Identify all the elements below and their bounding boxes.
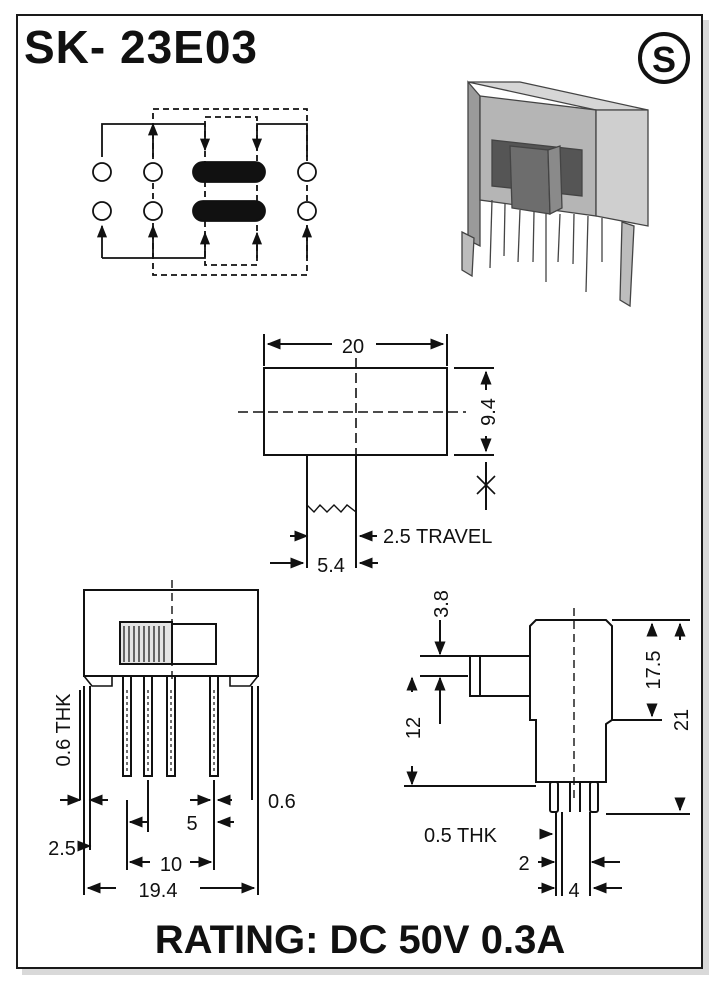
rating-text: RATING: DC 50V 0.3A [154,918,566,962]
pitch-label: 5 [186,813,197,835]
total-width-label: 19.4 [139,880,178,902]
circuit-schematic [92,108,317,276]
front-view-drawing [60,580,259,895]
width-dim-label: 20 [342,336,364,358]
body-height-label: 17.5 [643,651,665,690]
product-photo [461,80,649,308]
height-dim-label: 9.4 [478,398,500,426]
top-view-drawing [238,334,496,569]
svg-text:S: S [652,39,676,80]
span10-label: 10 [160,854,182,876]
side-thk-label: 0.5 THK [424,825,498,847]
logo-icon: S [638,32,690,84]
travel-dim-label: 2.5 TRAVEL [383,526,492,548]
top-height-label: 3.8 [431,590,453,618]
side-view-drawing [404,608,690,896]
total-height-label: 21 [671,709,693,731]
slot-dim-label: 5.4 [317,555,345,577]
pin-width-label: 0.6 [268,791,296,813]
pin-gap-label: 2 [518,853,529,875]
edge-label: 2.5 [48,838,76,860]
part-number-title: SK- 23E03 [24,21,259,73]
actuator-height-label: 12 [403,717,425,739]
pin-span-label: 4 [568,880,579,902]
front-thk-label: 0.6 THK [53,693,75,767]
